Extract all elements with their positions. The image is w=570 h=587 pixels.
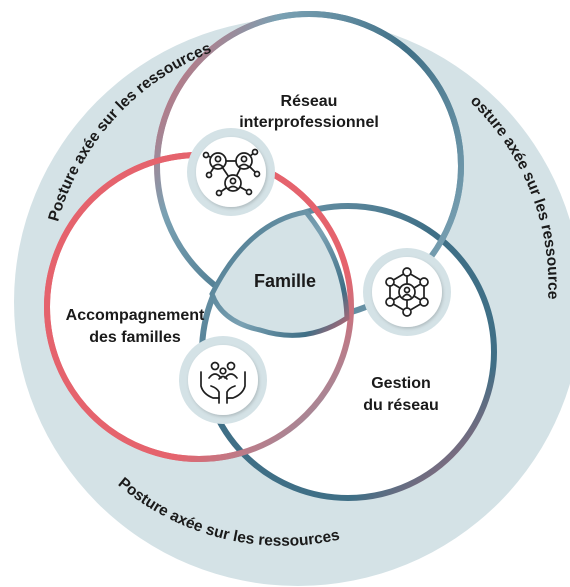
right-label-line2: du réseau: [363, 397, 439, 414]
hub-network-icon: [363, 248, 451, 336]
family-hands-icon: [179, 336, 267, 424]
left-label-line2: des familles: [89, 329, 181, 346]
top-label-line1: Réseau: [281, 93, 338, 110]
right-label-line1: Gestion: [371, 375, 431, 392]
center-label: Famille: [254, 271, 316, 291]
network-people-icon: [187, 128, 275, 216]
top-label-line2: interprofessionnel: [239, 114, 379, 131]
center-famille-shape: [209, 209, 350, 338]
left-label-line1: Accompagnement: [66, 307, 205, 324]
